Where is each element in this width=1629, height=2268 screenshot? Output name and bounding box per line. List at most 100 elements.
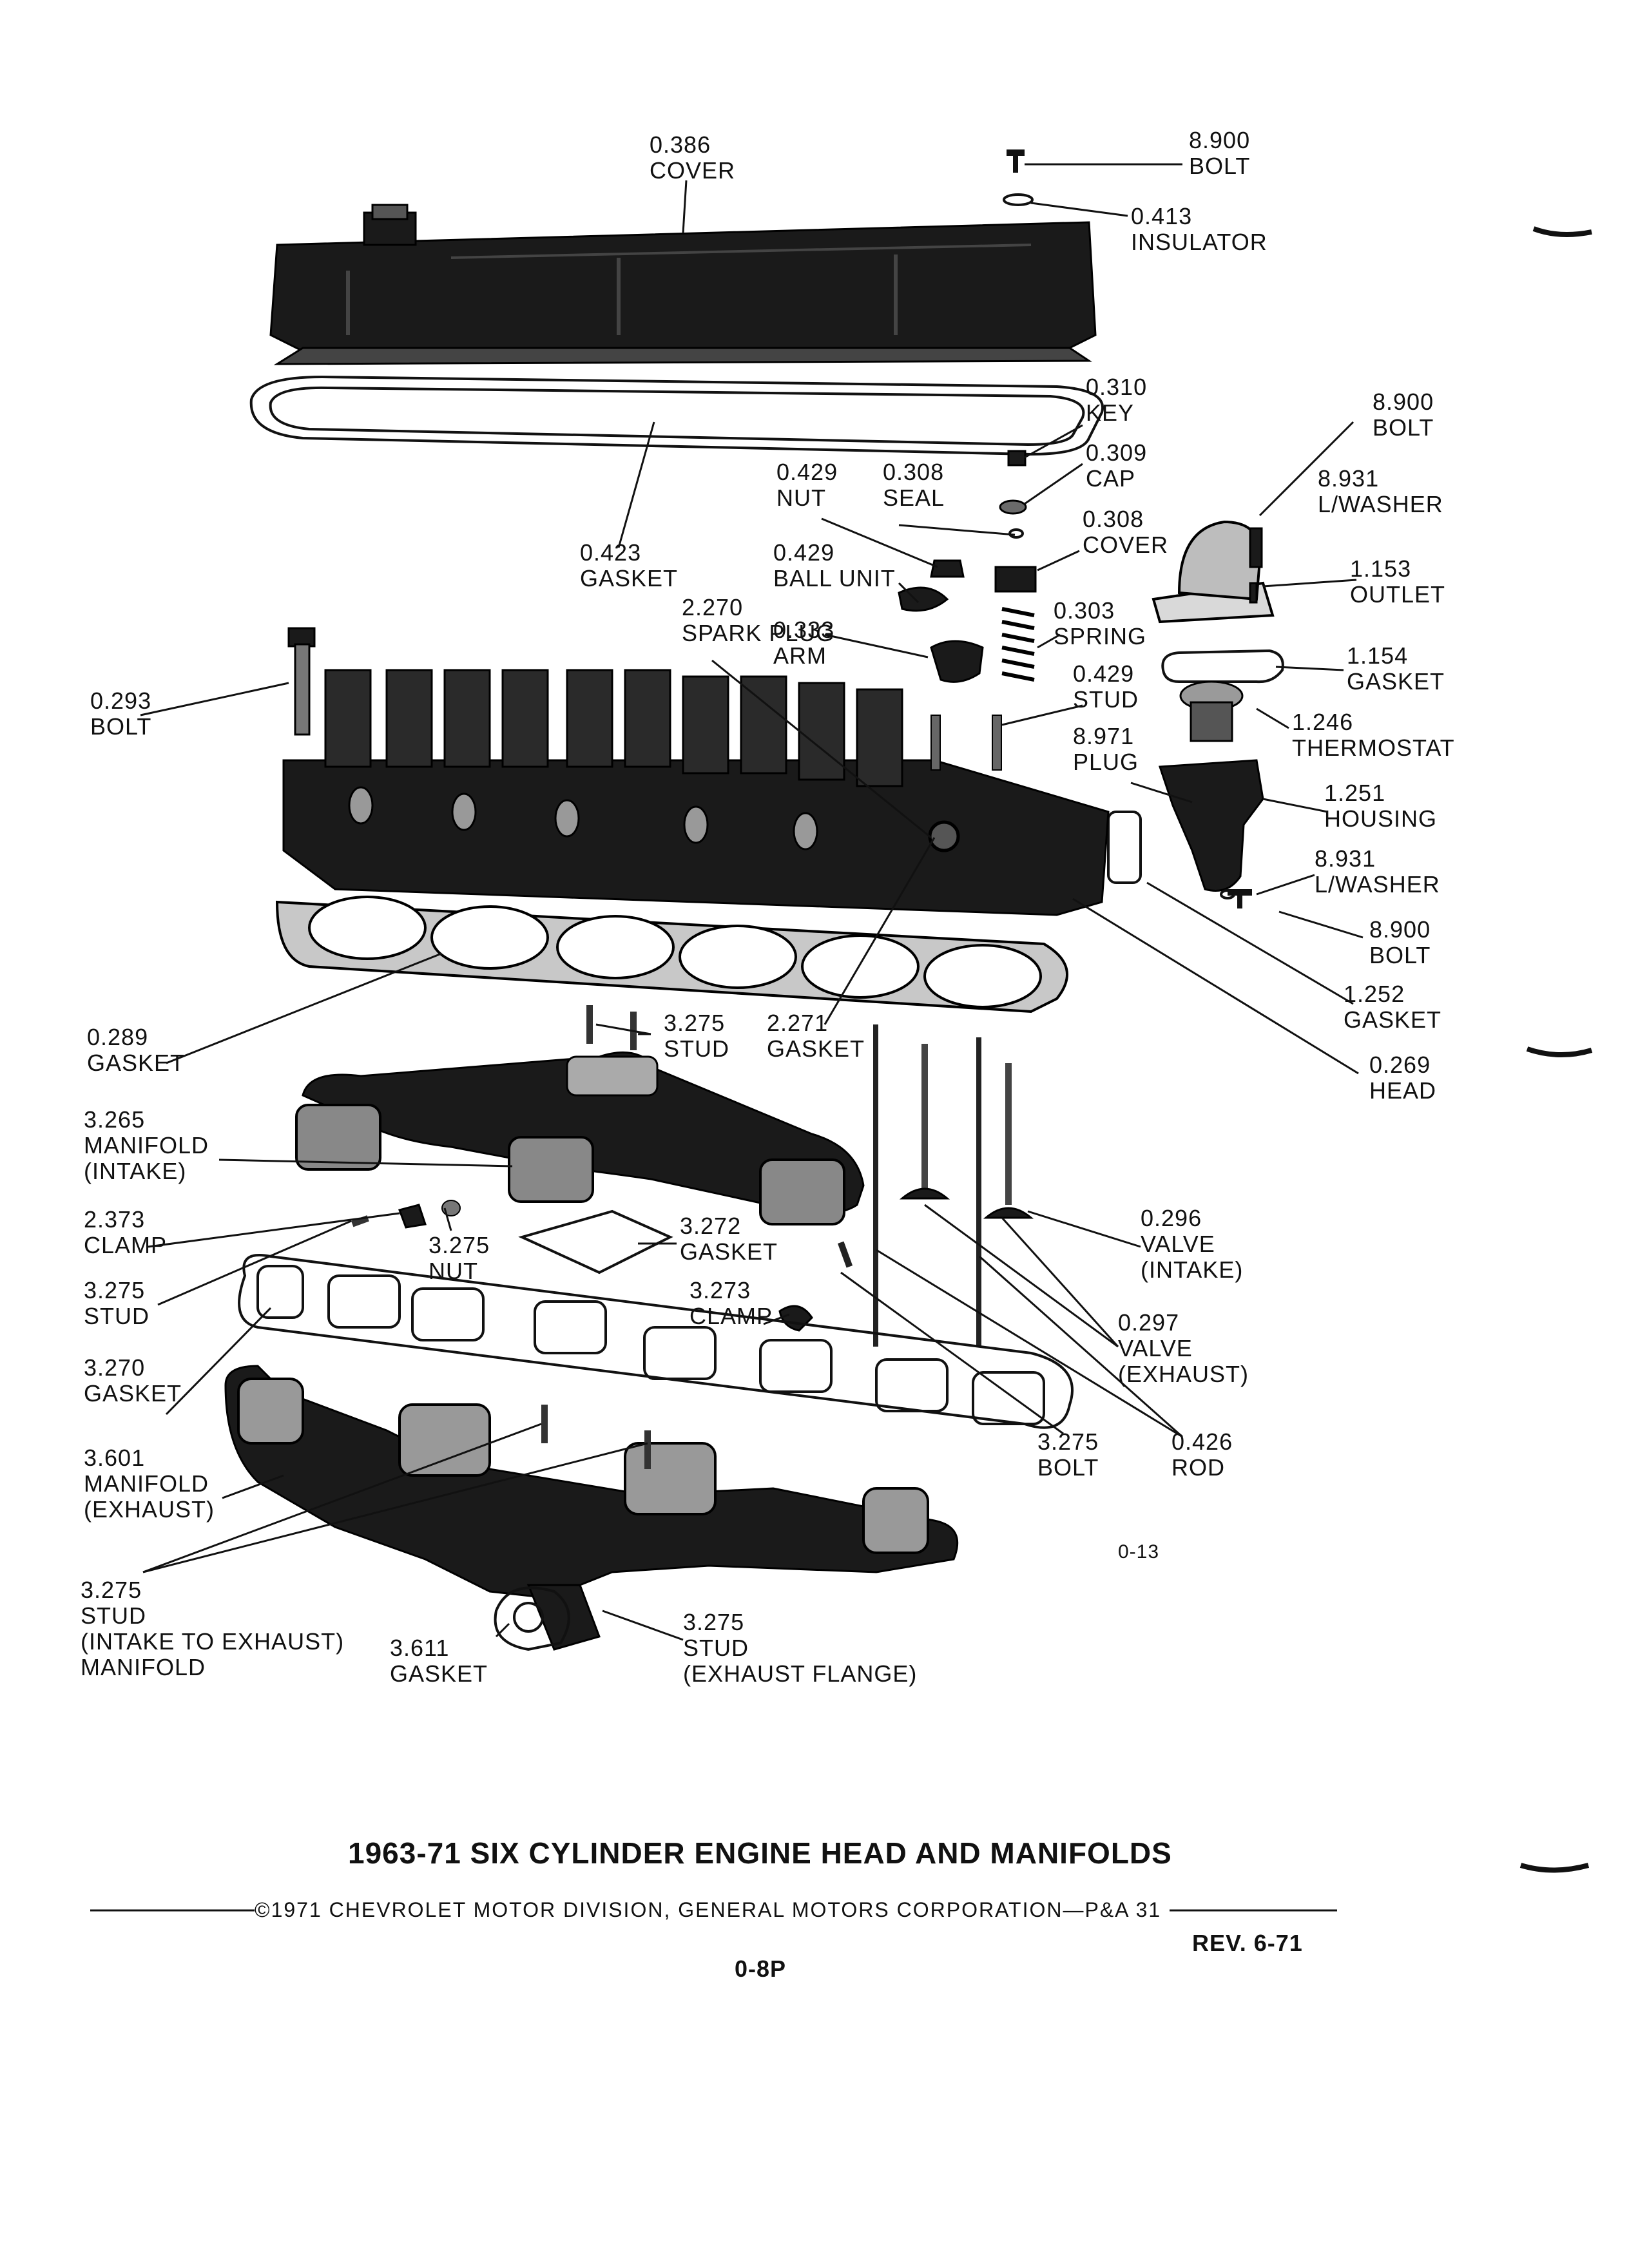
part-group: 0.289 [87,1024,148,1050]
part-name: COVER [650,157,735,184]
part-name: INSULATOR [1131,229,1268,255]
part-group: 1.251 [1324,780,1385,806]
valves-rods-art [778,1024,1034,1347]
part-detail: (INTAKE TO EXHAUST) [81,1628,344,1655]
part-group: 0.429 [776,459,838,485]
part-name: STUD [81,1602,146,1629]
part-group: 1.154 [1347,642,1408,669]
part-name: NUT [776,485,826,511]
part-group: 3.275 [664,1010,725,1036]
part-name: GASKET [680,1238,778,1265]
part-group: 0.429 [1073,660,1134,687]
part-name: ARM [773,642,827,669]
part-name: KEY [1086,399,1134,426]
part-group: 3.273 [689,1277,751,1303]
valve-cover-art [269,204,1097,365]
part-name: STUD [664,1035,729,1062]
part-name: MANIFOLD [84,1132,209,1158]
part-group: 8.931 [1318,465,1379,492]
part-group: 0.429 [773,539,834,566]
part-group: 0.269 [1369,1052,1431,1078]
rocker-hardware-art [898,450,1037,683]
part-group: 0.293 [90,687,151,714]
part-name: CLAMP [689,1303,773,1329]
part-group: 3.275 [84,1277,145,1303]
part-group: 0.333 [773,617,834,643]
part-name: CLAMP [84,1232,167,1258]
revision-label: REV. 6-71 [1192,1930,1303,1956]
part-name: VALVE [1118,1335,1193,1361]
part-name: BOLT [1189,153,1250,179]
manifold-gasket-art [238,1254,1074,1429]
part-group: 0.426 [1171,1428,1233,1455]
part-name: MANIFOLD [84,1470,209,1497]
part-group: 3.275 [429,1232,490,1258]
part-group: 1.246 [1292,709,1353,735]
part-name: GASKET [390,1660,488,1687]
part-name: VALVE [1141,1231,1215,1257]
part-group: 0.296 [1141,1205,1202,1231]
part-group: 0.308 [1083,506,1144,532]
part-group: 2.373 [84,1206,145,1233]
part-name: STUD [84,1303,149,1329]
part-group: 0.423 [580,539,641,566]
cylinder-head-art [282,669,1110,916]
part-group: 3.275 [683,1609,744,1635]
part-name: STUD [1073,686,1139,713]
part-group: 3.275 [1037,1428,1099,1455]
exhaust-manifold-art [224,1365,959,1651]
part-group: 0.297 [1118,1309,1179,1336]
part-group: 0.386 [650,131,711,158]
part-name: BOLT [1037,1454,1099,1481]
thermostat-parts-art [1107,520,1284,908]
part-name: L/WASHER [1315,871,1440,898]
part-name: HEAD [1369,1077,1436,1104]
part-name: GASKET [1347,668,1445,695]
part-name: GASKET [767,1035,865,1062]
part-group: 2.271 [767,1010,828,1036]
part-name: GASKET [84,1380,182,1407]
part-group: 8.900 [1189,127,1250,153]
head-gasket-art [275,896,1068,1014]
part-group: 3.265 [84,1106,145,1133]
part-name: ROD [1171,1454,1225,1481]
part-group: 3.272 [680,1213,741,1239]
part-name: SEAL [883,485,945,511]
part-name: SPRING [1054,623,1146,649]
part-group: 0.413 [1131,203,1192,229]
part-detail: (INTAKE) [1141,1256,1243,1283]
part-name: PLUG [1073,749,1139,775]
part-name: BOLT [1369,942,1431,968]
part-name: SPARK PLUG [682,620,834,646]
part-group: 0.303 [1054,597,1115,624]
part-name: CAP [1086,465,1135,492]
part-group: 1.252 [1344,981,1405,1007]
part-group: 3.275 [81,1577,142,1603]
part-detail: (EXHAUST FLANGE) [683,1660,917,1687]
part-group: 3.611 [390,1635,449,1661]
part-group: 8.900 [1369,916,1431,943]
part-name: GASKET [87,1050,185,1076]
part-group: 8.931 [1315,845,1376,872]
